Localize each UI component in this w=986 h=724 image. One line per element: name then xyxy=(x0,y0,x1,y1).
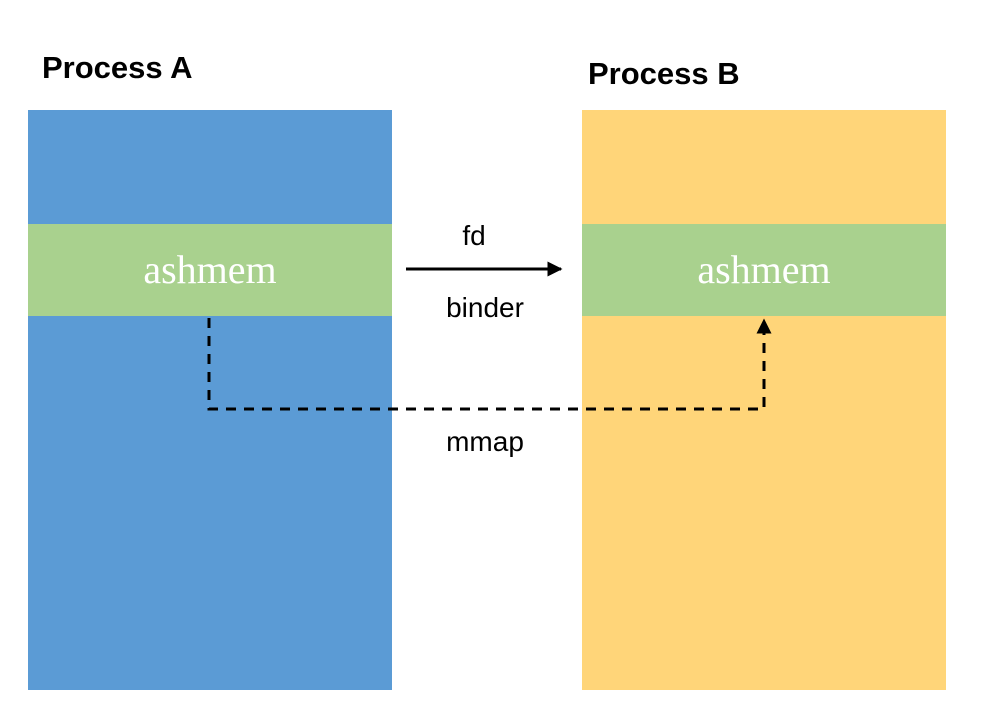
process-b-title: Process B xyxy=(588,56,740,91)
process-a-ashmem-label: ashmem xyxy=(143,247,277,292)
fd-label: fd xyxy=(462,220,486,251)
process-b-ashmem-region: ashmem xyxy=(582,224,946,316)
mmap-label: mmap xyxy=(446,426,524,457)
process-a-title: Process A xyxy=(42,50,193,85)
binder-label: binder xyxy=(446,292,524,323)
process-a-ashmem-region: ashmem xyxy=(28,224,392,316)
process-b-ashmem-label: ashmem xyxy=(697,247,831,292)
process-a-box: ashmem xyxy=(28,110,392,690)
process-b-box: ashmem xyxy=(582,110,946,690)
